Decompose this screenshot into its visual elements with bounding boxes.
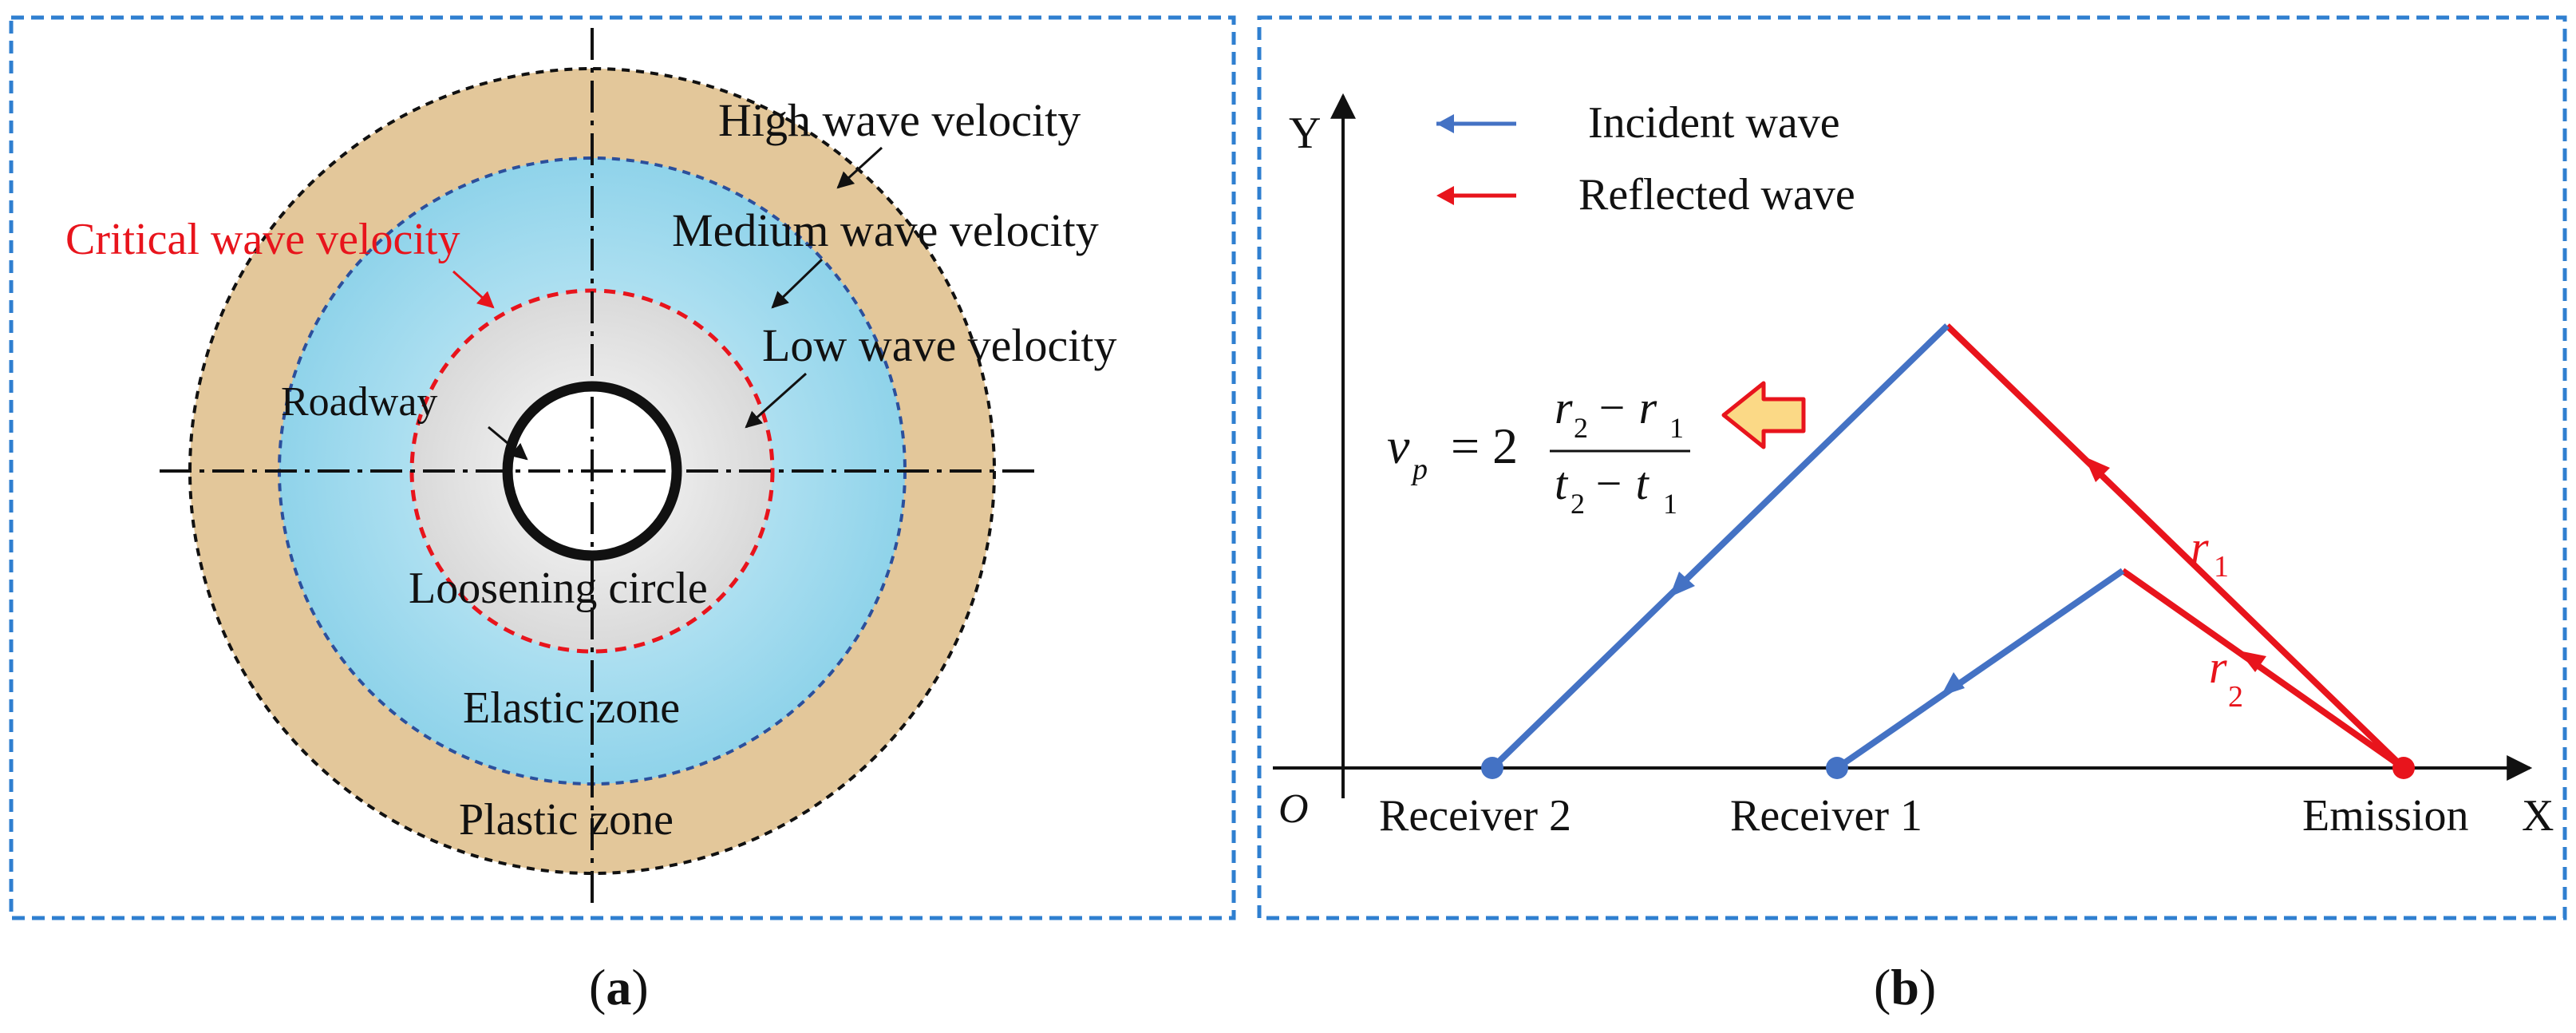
panel-a: High wave velocity Medium wave velocity …: [9, 15, 1236, 920]
incident-long-direction-arrow: [1669, 572, 1695, 597]
emission-label: Emission: [2302, 791, 2468, 841]
receiver-1-point: [1826, 757, 1848, 779]
r2-direction-arrow: [2238, 651, 2266, 672]
high-wave-velocity-arrow: [836, 146, 883, 189]
caption-a-letter: a: [606, 959, 632, 1015]
formula-lhs-sub: p: [1410, 453, 1428, 486]
caption-b-letter: b: [1891, 959, 1919, 1015]
legend-incident-label: Incident wave: [1588, 98, 1840, 148]
formula-num-a-sub: 2: [1574, 412, 1588, 444]
reflected-path-r2: [2120, 568, 2406, 771]
caption-a: (a): [589, 958, 649, 1017]
roadway-label: Roadway: [281, 379, 437, 425]
formula-num-op: − r: [1596, 382, 1657, 433]
caption-a-open: (: [589, 959, 606, 1015]
incident-path-short: [1835, 568, 2125, 771]
panel-b: Y X O Incident wave Reflected wave v p =…: [1257, 15, 2567, 920]
incident-short-direction-arrow: [1941, 672, 1965, 696]
reflected-path-r1: [1945, 323, 2406, 770]
caption-b: (b): [1874, 958, 1936, 1017]
panel-b-frame: [1257, 15, 2567, 920]
low-wave-velocity-label: Low wave velocity: [762, 319, 1117, 371]
loosening-circle-label: Loosening circle: [409, 564, 708, 613]
caption-a-close: ): [631, 959, 649, 1015]
r1-direction-arrow: [2084, 457, 2110, 482]
legend-reflected-arrowhead: [1436, 186, 1454, 205]
emission-point: [2392, 757, 2415, 779]
low-wave-velocity-arrow: [745, 372, 807, 429]
formula-den-a-sub: 2: [1570, 488, 1585, 520]
medium-wave-velocity-label: Medium wave velocity: [672, 204, 1099, 256]
r1-label: r: [2191, 521, 2209, 573]
critical-wave-velocity-label: Critical wave velocity: [65, 215, 460, 264]
r2-sub: 2: [2228, 680, 2243, 714]
r1-sub: 1: [2214, 550, 2229, 584]
incident-path-long: [1490, 323, 1950, 770]
formula-lhs: v: [1387, 418, 1410, 474]
critical-wave-velocity-arrow: [452, 270, 495, 309]
panel-a-frame: [9, 15, 1236, 920]
formula-den-op: − t: [1593, 457, 1650, 509]
plastic-zone-label: Plastic zone: [459, 795, 674, 845]
formula-pointer-arrow: [1721, 381, 1806, 449]
elastic-zone-label: Elastic zone: [463, 683, 680, 733]
receiver-2-point: [1481, 757, 1503, 779]
formula-num-a: r: [1555, 382, 1573, 433]
caption-b-open: (: [1874, 959, 1891, 1015]
receiver-1-label: Receiver 1: [1730, 791, 1922, 841]
origin-label: O: [1278, 786, 1309, 832]
legend-reflected-label: Reflected wave: [1578, 170, 1855, 220]
formula-den-b-sub: 1: [1663, 488, 1677, 520]
caption-b-close: ): [1918, 959, 1937, 1015]
medium-wave-velocity-arrow: [771, 258, 824, 309]
high-wave-velocity-label: High wave velocity: [718, 94, 1081, 146]
roadway-arrow: [488, 425, 528, 461]
y-axis-label: Y: [1289, 109, 1321, 158]
receiver-2-label: Receiver 2: [1379, 791, 1571, 841]
x-axis-label: X: [2522, 791, 2554, 841]
formula-num-b-sub: 1: [1669, 412, 1684, 444]
formula-den-a: t: [1555, 457, 1569, 509]
r2-label: r: [2209, 641, 2227, 693]
legend-incident-arrowhead: [1436, 114, 1454, 133]
velocity-formula: v p = 2 r 2 − r 1 t 2 − t 1: [1387, 382, 1690, 520]
formula-coef: = 2: [1451, 418, 1518, 474]
